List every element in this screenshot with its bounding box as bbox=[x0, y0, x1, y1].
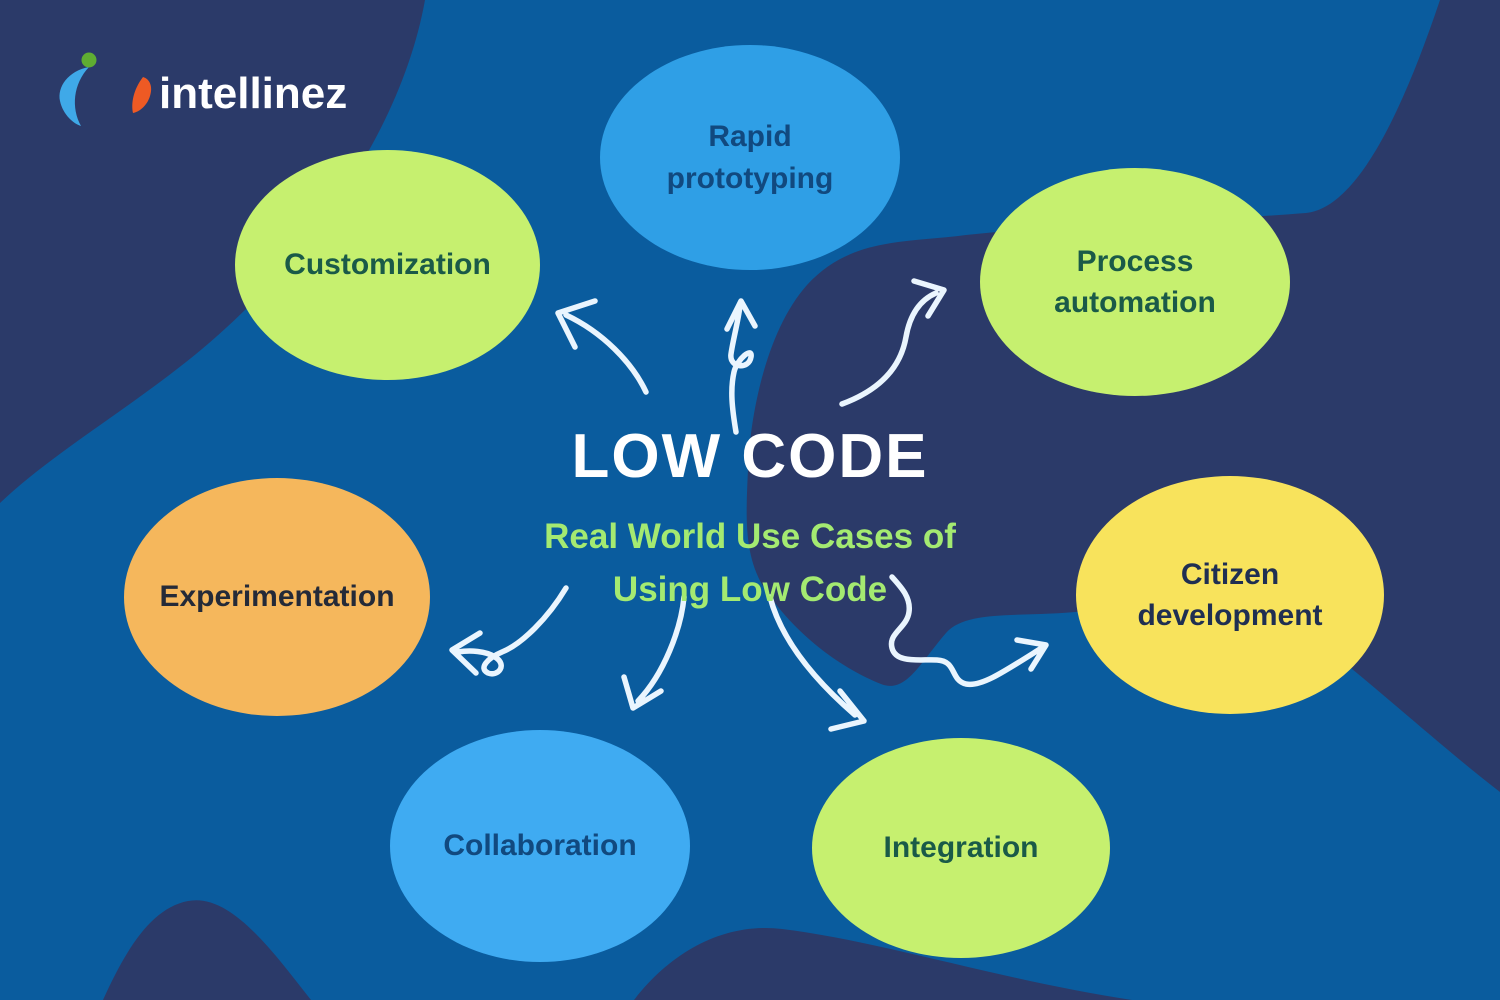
bubble-rapid-prototyping: Rapid prototyping bbox=[600, 45, 900, 270]
bubble-customization: Customization bbox=[235, 150, 540, 380]
bubble-integration: Integration bbox=[812, 738, 1110, 958]
page-subtitle: Real World Use Cases of Using Low Code bbox=[450, 510, 1050, 616]
bubble-process-automation: Process automation bbox=[980, 168, 1290, 396]
bubble-label: Experimentation bbox=[159, 580, 395, 614]
brand-name: intellinez bbox=[159, 69, 348, 118]
brand-logo: intellinez bbox=[55, 46, 347, 130]
bubble-label: Citizen development bbox=[1137, 557, 1323, 632]
bubble-label: Process automation bbox=[1054, 244, 1216, 319]
center-title-block: LOW CODE Real World Use Cases of Using L… bbox=[450, 426, 1050, 616]
subtitle-line-2: Using Low Code bbox=[612, 570, 888, 609]
bubble-label: Collaboration bbox=[443, 829, 637, 863]
bubble-label: Integration bbox=[883, 831, 1039, 865]
intellinez-logo-icon bbox=[59, 52, 152, 126]
bubble-collaboration: Collaboration bbox=[390, 730, 690, 962]
bubble-experimentation: Experimentation bbox=[124, 478, 430, 716]
blob-bottom-center bbox=[634, 927, 1132, 1000]
logo-blue-crescent bbox=[59, 67, 89, 126]
blob-top-left bbox=[0, 0, 425, 503]
bubble-label: Rapid prototyping bbox=[666, 120, 834, 195]
bubble-citizen-development: Citizen development bbox=[1076, 476, 1384, 714]
page-title: LOW CODE bbox=[571, 422, 929, 491]
bubble-label: Customization bbox=[284, 248, 491, 282]
blob-bottom-left bbox=[103, 900, 311, 1000]
subtitle-line-1: Real World Use Cases of bbox=[544, 517, 956, 556]
logo-orange-comma bbox=[132, 77, 152, 113]
logo-green-dot bbox=[81, 52, 97, 68]
